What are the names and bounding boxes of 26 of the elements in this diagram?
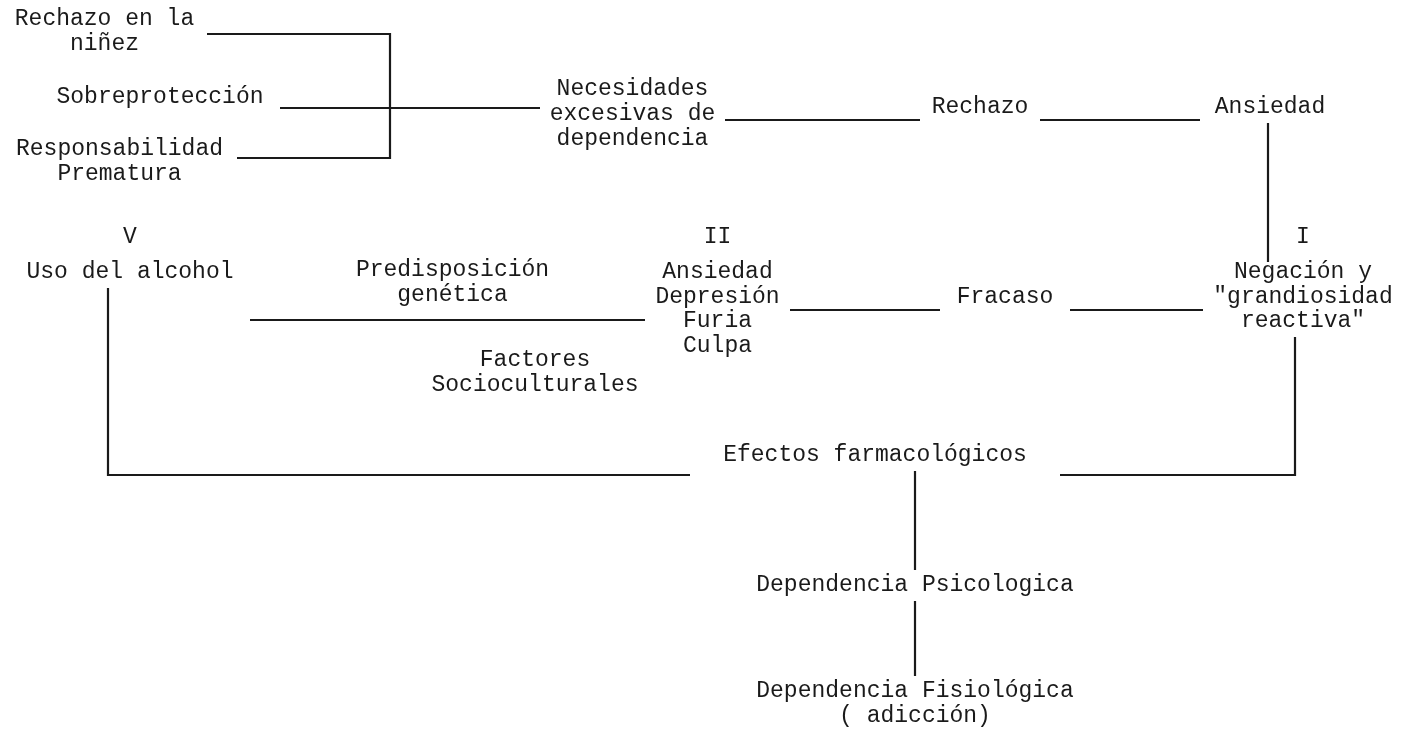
- node-label: Necesidades excesivas de dependencia: [548, 77, 717, 152]
- connector-line: [237, 106, 540, 160]
- stage-numeral: V: [122, 225, 138, 250]
- node-label: Fracaso: [955, 285, 1055, 310]
- node-label: Uso del alcohol: [25, 259, 235, 285]
- stage-numeral: I: [1295, 225, 1311, 250]
- connector-line: [1266, 123, 1270, 262]
- connector-line: [913, 601, 917, 676]
- node-label: Rechazo: [930, 95, 1030, 120]
- node-label: Dependencia Fisiológica ( adicción): [755, 679, 1075, 729]
- connector-line: [790, 308, 940, 312]
- node-label: Ansiedad: [1213, 95, 1327, 120]
- node-label: Sobreprotección: [55, 85, 265, 110]
- connector-line: [725, 118, 920, 122]
- connector-line: [106, 288, 690, 477]
- connector-line: [913, 471, 917, 570]
- node-label: Rechazo en la niñez: [13, 7, 196, 57]
- connector-line: [1040, 118, 1200, 122]
- node-label: Responsabilidad Prematura: [14, 137, 224, 187]
- connector-line: [1060, 337, 1297, 477]
- node-label: Dependencia Psicologica: [755, 573, 1075, 598]
- connector-line: [1070, 308, 1203, 312]
- connector-line: [250, 318, 645, 322]
- stage-numeral: II: [702, 225, 733, 250]
- node-label: Negación y "grandiosidad reactiva": [1212, 259, 1394, 335]
- node-label: Efectos farmacológicos: [722, 443, 1028, 468]
